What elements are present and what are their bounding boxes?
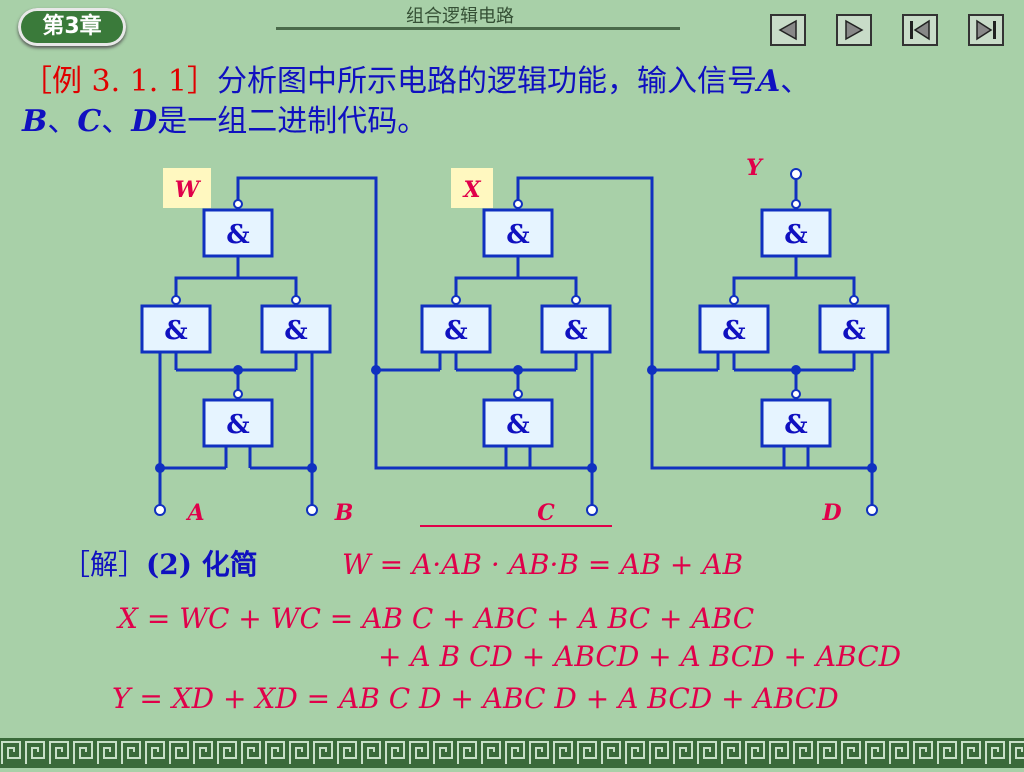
nand-gate bbox=[482, 398, 554, 448]
nand-gate bbox=[260, 304, 332, 354]
nand-gate bbox=[202, 398, 274, 448]
nand-gate bbox=[140, 304, 212, 354]
a-label: A bbox=[185, 500, 204, 526]
svg-text:&: & bbox=[284, 316, 307, 346]
svg-text:&: & bbox=[226, 220, 249, 250]
w-label-box bbox=[163, 168, 211, 208]
next-button[interactable] bbox=[836, 14, 872, 46]
svg-text:&: & bbox=[506, 410, 529, 440]
svg-text:&: & bbox=[226, 410, 249, 440]
header-divider bbox=[276, 27, 680, 30]
nand-gate bbox=[540, 304, 612, 354]
decorative-border bbox=[0, 738, 1024, 768]
svg-text:&: & bbox=[164, 316, 187, 346]
w-label: W bbox=[175, 177, 202, 203]
y-label: Y bbox=[746, 155, 764, 181]
triangle-left-icon bbox=[778, 19, 797, 41]
first-button[interactable] bbox=[902, 14, 938, 46]
logic-circuit: & & & & & & & & & & & & W X Y A B C D bbox=[140, 155, 890, 527]
nand-gate bbox=[202, 208, 274, 258]
c-label: C bbox=[537, 500, 555, 526]
equation-w: W = A·AB · AB·B = AB + AB bbox=[342, 548, 744, 581]
equation-x-line1: X = WC + WC = AB C + ABC + A BC + ABC bbox=[118, 602, 755, 635]
problem-statement: ［例 3. 1. 1］分析图中所示电路的逻辑功能，输入信号A、 B、C、D是一组… bbox=[22, 64, 811, 139]
svg-text:&: & bbox=[506, 220, 529, 250]
example-tag: ［例 3. 1. 1］ bbox=[22, 64, 217, 99]
solution-heading: ［解］(2) 化简 bbox=[62, 548, 258, 581]
prev-button[interactable] bbox=[770, 14, 806, 46]
chapter-badge[interactable]: 第3章 bbox=[18, 8, 126, 46]
svg-text:&: & bbox=[722, 316, 745, 346]
skip-last-icon bbox=[976, 19, 996, 41]
nand-gate bbox=[818, 304, 890, 354]
nand-gate bbox=[760, 398, 832, 448]
x-label: X bbox=[461, 177, 481, 203]
nand-gate bbox=[420, 304, 492, 354]
meander-pattern-icon bbox=[0, 738, 1024, 768]
d-label: D bbox=[821, 500, 841, 526]
svg-text:&: & bbox=[784, 410, 807, 440]
equation-x-line2: + A B CD + ABCD + A BCD + ABCD bbox=[378, 640, 902, 673]
svg-text:&: & bbox=[784, 220, 807, 250]
svg-text:&: & bbox=[444, 316, 467, 346]
b-label: B bbox=[334, 500, 354, 526]
page-title: 组合逻辑电路 bbox=[406, 6, 514, 27]
nand-gate bbox=[482, 208, 554, 258]
svg-text:&: & bbox=[564, 316, 587, 346]
x-label-box bbox=[451, 168, 493, 208]
triangle-right-icon bbox=[845, 19, 864, 41]
equation-y: Y = XD + XD = AB C D + ABC D + A BCD + A… bbox=[112, 682, 839, 715]
skip-first-icon bbox=[910, 19, 930, 41]
svg-text:&: & bbox=[842, 316, 865, 346]
nand-gate bbox=[760, 208, 832, 258]
last-button[interactable] bbox=[968, 14, 1004, 46]
nand-gate bbox=[698, 304, 770, 354]
